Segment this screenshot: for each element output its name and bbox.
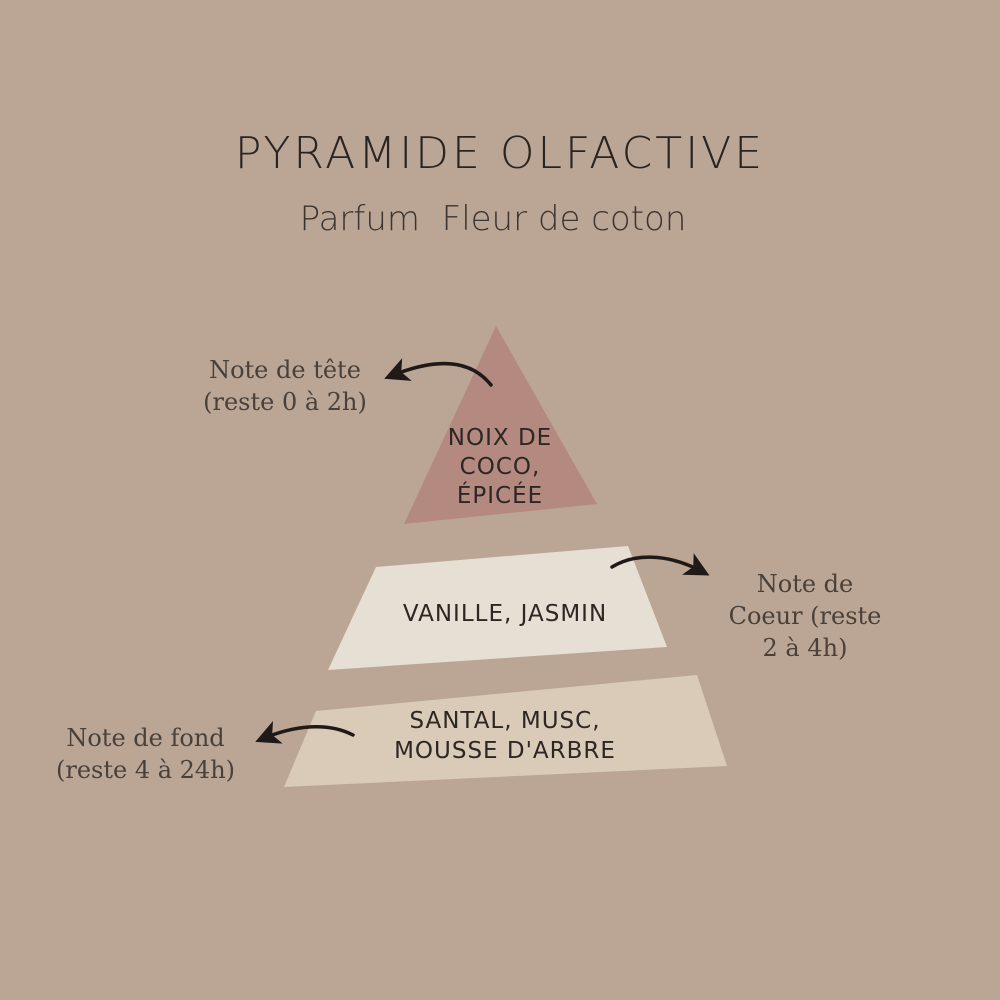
pyramid-middle-tier [328, 546, 667, 670]
bottom-tier-line: MOUSSE D'ARBRE [394, 738, 616, 764]
page-title: PYRAMIDE OLFACTIVE [234, 128, 766, 179]
bottom-note-line: Note de fond [66, 724, 225, 752]
top-tier-line: NOIX DE [447, 425, 553, 451]
bottom-note-text: Note de fond (reste 4 à 24h) [28, 722, 263, 786]
pyramid-bottom-tier [284, 675, 727, 787]
top-note-arrow [384, 358, 493, 387]
middle-note-text: Note de Coeur (reste 2 à 4h) [705, 568, 905, 664]
top-note-line: (reste 0 à 2h) [203, 388, 367, 416]
middle-note-line: Coeur (reste [728, 602, 882, 630]
middle-tier-label: VANILLE, JASMIN [370, 600, 640, 628]
middle-tier-line: VANILLE, JASMIN [402, 601, 608, 627]
middle-note-line: Note de [756, 570, 854, 598]
top-tier-line: COCO, [459, 454, 541, 480]
top-note-line: Note de tête [209, 356, 361, 384]
top-tier-line: ÉPICÉE [456, 483, 544, 509]
middle-note-line: 2 à 4h) [762, 634, 848, 662]
middle-note-arrow [610, 553, 710, 576]
page-subtitle: Parfum Fleur de coton [299, 199, 687, 239]
top-tier-label: NOIX DE COCO, ÉPICÉE [420, 424, 580, 511]
bottom-tier-label: SANTAL, MUSC, MOUSSE D'ARBRE [380, 706, 630, 766]
bottom-tier-line: SANTAL, MUSC, [409, 708, 601, 734]
bottom-note-line: (reste 4 à 24h) [55, 756, 236, 784]
bottom-note-arrow [255, 721, 355, 744]
pyramid-top-tier [404, 326, 597, 524]
top-note-text: Note de tête (reste 0 à 2h) [175, 354, 395, 418]
